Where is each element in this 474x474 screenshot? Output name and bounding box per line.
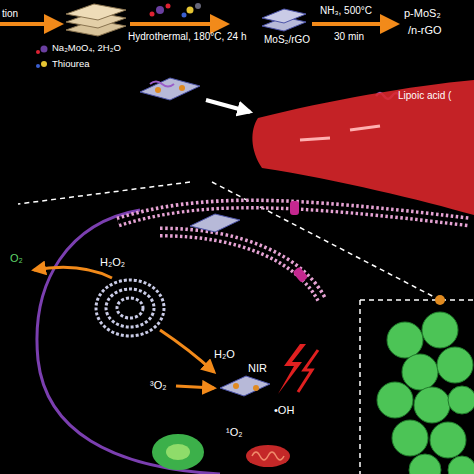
nanoparticle-dot: [253, 385, 259, 391]
lipid-bilayer: [160, 232, 322, 300]
tumor-cell: [409, 454, 441, 474]
flow-mark: [300, 126, 380, 140]
figure-label: p-MoS₂: [404, 7, 441, 20]
nanoparticle-dot: [435, 295, 445, 305]
lipoic-acid-icon: [150, 82, 174, 87]
nanoparticle-sheet: [140, 78, 200, 100]
graphene-sheet: [66, 4, 126, 20]
figure-label: NIR: [248, 362, 267, 375]
process-arrow: [0, 22, 60, 26]
figure-label: Thiourea: [52, 59, 90, 70]
molecule-icon: [41, 61, 47, 67]
nir-lightning: [298, 350, 318, 392]
molecule-icon: [166, 4, 171, 9]
nanosphere: [96, 280, 164, 336]
mos2-rgo-sheet: [262, 9, 306, 23]
figure-label: /n-rGO: [408, 24, 442, 37]
tumor-cell: [422, 312, 458, 348]
figure-label: •OH: [274, 404, 294, 417]
molecule-icon: [150, 12, 155, 17]
nucleus: [166, 444, 190, 460]
molecule-icon: [182, 13, 187, 18]
mitochondrion: [252, 452, 284, 460]
cell-outline: [37, 210, 220, 474]
figure-label: ³O₂: [150, 379, 167, 392]
tumor-cell: [387, 322, 423, 358]
membrane-channel: [292, 266, 308, 283]
figure-label: 30 min: [334, 31, 364, 43]
figure-label: NH₃, 500°C: [320, 5, 372, 17]
tumor-cell: [448, 456, 474, 474]
delivery-arrow: [206, 100, 250, 112]
nanoparticle-sheet: [220, 376, 270, 396]
nanoparticle-dot: [155, 87, 161, 93]
tumor-cell: [377, 382, 413, 418]
figure-label: Na₂MoO₄, 2H₂O: [52, 43, 121, 54]
nanosphere: [106, 289, 154, 327]
figure-label: Hydrothermal, 180°C, 24 h: [128, 31, 247, 43]
molecule-icon: [36, 50, 40, 54]
nanoparticle-dot: [233, 383, 239, 389]
figure-label: Lipoic acid (: [398, 90, 451, 102]
nucleus: [152, 434, 204, 470]
reaction-arrow: [34, 267, 112, 278]
reaction-arrow: [160, 330, 214, 372]
tumor-cell: [414, 387, 450, 423]
bilayer-core: [160, 232, 322, 300]
tumor-cell: [437, 347, 473, 383]
tumor-cell: [392, 420, 428, 456]
tumor-cell: [430, 422, 466, 458]
membrane-channel: [290, 201, 299, 215]
mitochondrion: [246, 445, 290, 467]
nanoparticle-sheet: [190, 214, 240, 232]
blood-vessel: [252, 80, 474, 215]
molecule-icon: [41, 46, 48, 53]
nanosphere: [117, 298, 143, 318]
tumor-cell: [402, 354, 438, 390]
process-arrow: [130, 22, 226, 26]
reaction-arrow: [176, 386, 214, 388]
tumor-cell: [448, 386, 474, 414]
figure-label: tion: [2, 8, 18, 20]
figure-label: H₂O: [214, 348, 235, 361]
nanoparticle-dot: [179, 85, 185, 91]
figure-label: H₂O₂: [100, 256, 125, 269]
molecule-icon: [195, 3, 201, 9]
figure-label: O₂: [10, 252, 23, 265]
molecule-icon: [36, 64, 40, 68]
figure-label: ¹O₂: [226, 426, 243, 439]
molecule-icon: [187, 7, 194, 14]
process-arrow: [312, 22, 396, 26]
molecule-icon: [156, 6, 164, 14]
zoom-line: [18, 182, 190, 204]
figure-label: MoS₂/rGO: [264, 34, 310, 46]
